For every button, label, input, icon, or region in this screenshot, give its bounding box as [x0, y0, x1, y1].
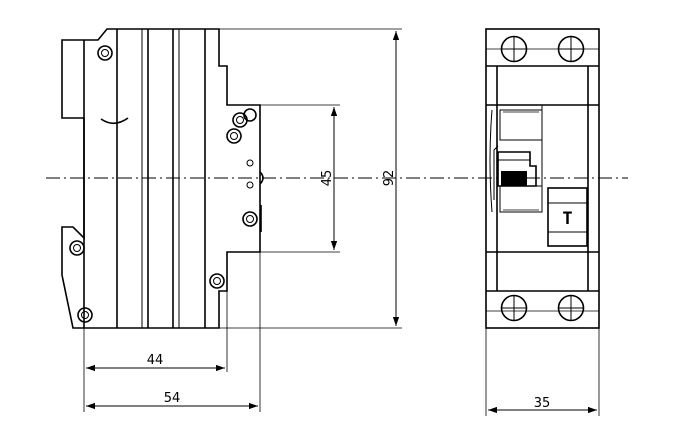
- dimension-label-44: 44: [147, 353, 164, 368]
- screw-terminal: [232, 112, 248, 128]
- test-button-housing: [547, 187, 588, 247]
- dimension-label-92: 92: [382, 170, 397, 187]
- indicator-hole: [246, 159, 254, 167]
- toggle-lever: [501, 171, 527, 186]
- terminal-screw: [500, 294, 528, 322]
- dimension-label-54: 54: [164, 391, 181, 406]
- screw-terminal: [226, 128, 242, 144]
- housing-bracket: [489, 109, 493, 213]
- side-view: [61, 28, 264, 329]
- screw-terminal: [242, 211, 258, 227]
- indicator-hole: [243, 108, 257, 122]
- screw-terminal: [97, 45, 113, 61]
- terminal-screw: [557, 35, 585, 63]
- screw-terminal: [77, 307, 93, 323]
- indicator-hole: [246, 181, 254, 189]
- dimension-label-35: 35: [534, 396, 551, 411]
- front-outline: [485, 28, 600, 329]
- terminal-screw: [557, 294, 585, 322]
- din-clip: [100, 117, 129, 125]
- test-button-label[interactable]: T: [562, 209, 572, 229]
- toggle-housing: [497, 151, 537, 187]
- screw-terminal: [69, 240, 85, 256]
- screw-terminal: [209, 273, 225, 289]
- label-window: [499, 185, 543, 213]
- label-window: [499, 109, 543, 141]
- dimension-label-45: 45: [320, 170, 335, 187]
- front-view: T: [485, 28, 600, 329]
- toggle-lever-tip: [259, 171, 264, 185]
- housing-bracket: [493, 145, 499, 200]
- terminal-screw: [500, 35, 528, 63]
